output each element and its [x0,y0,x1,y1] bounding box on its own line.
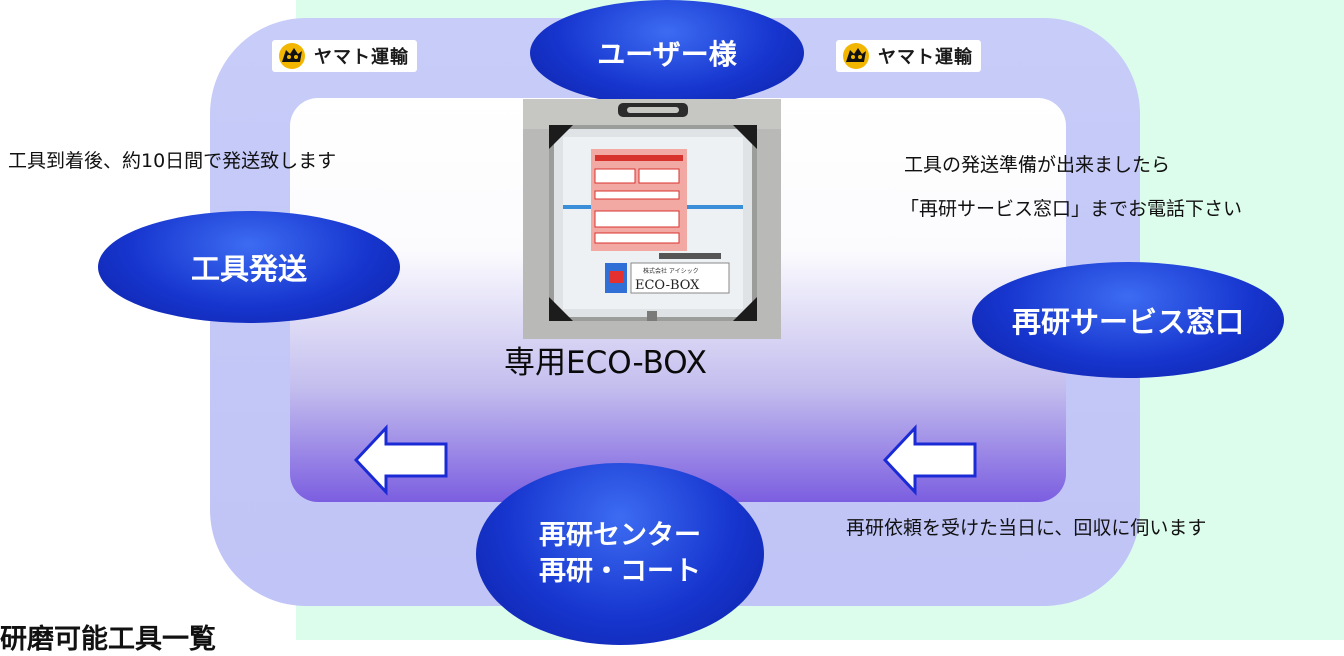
yamato-logo-right: ヤマト運輸 [836,40,981,72]
yamato-name: ヤマト運輸 [314,47,409,68]
yamato-cat-icon [843,43,869,69]
node-user-label: ユーザー様 [597,38,737,71]
eco-box-image: 株式会社 アイシック ECO-BOX [523,99,781,339]
node-tool-shipping-label: 工具発送 [190,252,307,286]
box-label: ECO-BOX [635,278,700,293]
node-regrind-center-line1: 再研センター [539,520,701,551]
yamato-logo-left: ヤマト運輸 [272,40,417,72]
node-regrind-center: 再研センター 再研・コート [476,463,764,645]
flow-arrow-right [882,424,977,496]
note-right-line2: 「再研サービス窓口」までお電話下さい [900,198,1243,220]
box-company: 株式会社 アイシック [643,267,699,275]
note-right-line1: 工具の発送準備が出来ましたら [904,154,1171,176]
node-service-window: 再研サービス窓口 [972,262,1284,378]
node-user: ユーザー様 [530,0,804,106]
note-bottom-right: 再研依頼を受けた当日に、回収に伺います [846,517,1207,539]
eco-box-label: 専用ECO-BOX [504,345,707,381]
flow-arrow-left [353,424,448,496]
note-left: 工具到着後、約10日間で発送致します [8,150,337,172]
node-tool-shipping: 工具発送 [98,211,400,323]
node-regrind-center-line2: 再研・コート [539,556,701,587]
yamato-name: ヤマト運輸 [878,47,973,68]
yamato-cat-icon [279,43,305,69]
tool-list-heading: 研磨可能工具一覧 [0,624,216,655]
node-service-window-label: 再研サービス窓口 [1011,305,1244,339]
